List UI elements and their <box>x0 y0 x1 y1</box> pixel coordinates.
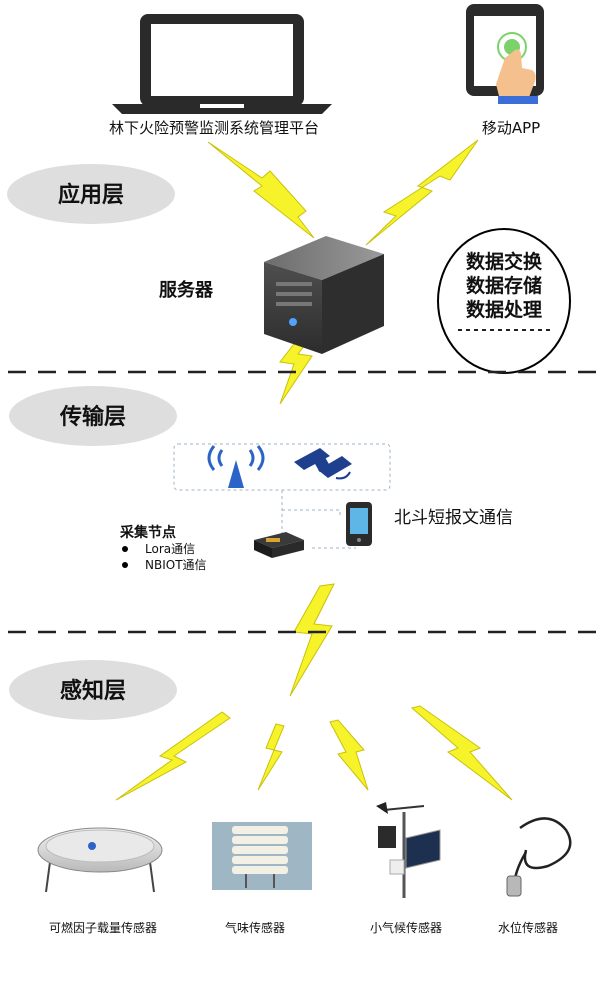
function-item: 数据存储 <box>466 274 542 297</box>
bolt-app-server <box>365 139 479 246</box>
bolt-transport-perception <box>289 583 335 697</box>
collect-node-title: 采集节点 <box>119 524 176 541</box>
collection-node-icon <box>254 532 304 558</box>
sensor-label: 小气候传感器 <box>370 920 442 935</box>
louvered-shield-icon <box>212 822 312 890</box>
app-label: 移动APP <box>482 119 540 137</box>
server-label: 服务器 <box>159 279 214 301</box>
beidou-terminal-icon <box>346 502 372 546</box>
bolt-perception-2 <box>257 723 285 791</box>
bolt-platform-server <box>207 141 315 239</box>
server-functions-oval: 数据交换 数据存储 数据处理 <box>437 228 571 374</box>
layer-perception-label: 感知层 <box>60 678 126 704</box>
bolt-perception-4 <box>410 705 513 801</box>
collect-item: NBIOT通信 <box>145 558 207 572</box>
sensor-label: 水位传感器 <box>498 920 558 935</box>
layer-application: 应用层 <box>7 164 175 224</box>
function-item: 数据交换 <box>466 250 543 273</box>
comm-connectors <box>281 490 356 549</box>
beidou-label: 北斗短报文通信 <box>394 508 513 528</box>
disc-sensor-icon <box>37 827 163 893</box>
antenna-icon <box>207 445 265 488</box>
laptop-icon <box>112 14 332 114</box>
probe-cable-icon <box>506 817 572 897</box>
bullet <box>122 546 128 552</box>
lightning-bolts <box>115 139 513 801</box>
layer-transport: 传输层 <box>9 386 177 446</box>
layer-transport-label: 传输层 <box>59 404 126 430</box>
layer-application-label: 应用层 <box>58 182 124 208</box>
server-icon <box>264 236 384 354</box>
sensor-label: 可燃因子载量传感器 <box>49 920 157 935</box>
bullet <box>122 562 128 568</box>
function-item: 数据处理 <box>466 298 542 321</box>
comm-box <box>173 443 391 491</box>
collect-item: Lora通信 <box>145 542 195 556</box>
sensor-label: 气味传感器 <box>225 920 285 935</box>
platform-label: 林下火险预警监测系统管理平台 <box>109 119 319 137</box>
satellite-icon <box>294 448 352 480</box>
smartphone-icon <box>466 4 544 104</box>
bolt-perception-3 <box>329 719 369 791</box>
layer-perception: 感知层 <box>9 660 177 720</box>
weather-station-icon <box>376 802 441 898</box>
bolt-perception-1 <box>115 711 231 801</box>
